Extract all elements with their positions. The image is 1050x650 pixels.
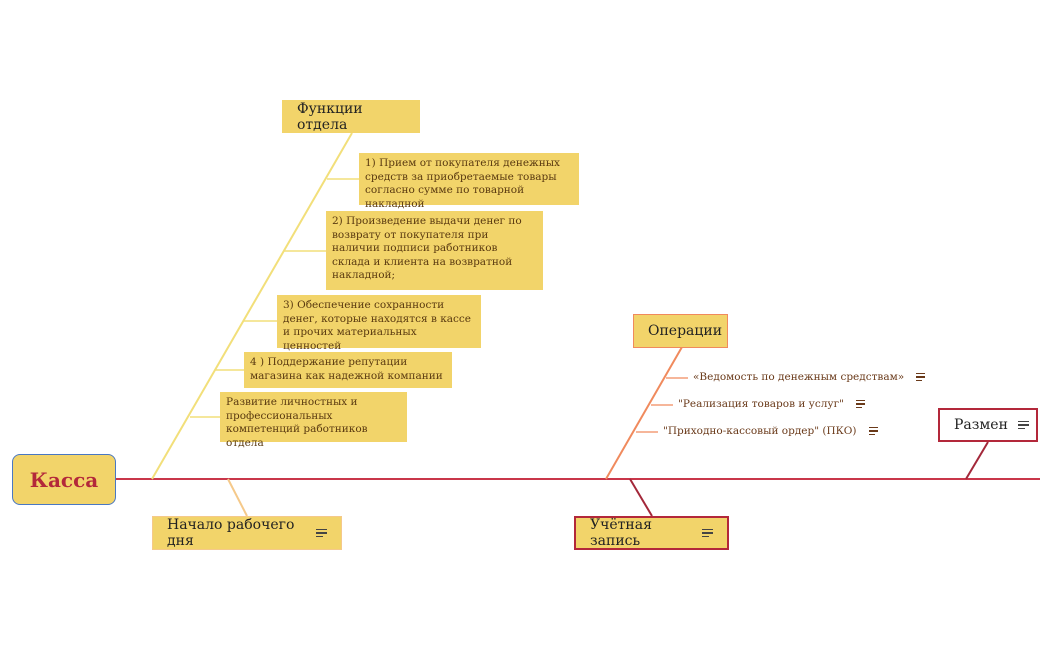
root-label: Касса [29, 467, 99, 492]
operation-item-3[interactable]: "Приходно-кассовый ордер" (ПКО) [663, 425, 878, 437]
functions-node[interactable]: Функции отдела [282, 100, 420, 133]
account-node[interactable]: Учётная запись [574, 516, 729, 550]
operations-node[interactable]: Операции [633, 314, 728, 348]
operations-label: Операции [648, 323, 723, 339]
root-node[interactable]: Касса [12, 454, 116, 505]
notes-icon [702, 528, 713, 538]
change-node[interactable]: Размен [938, 408, 1038, 442]
notes-icon [316, 528, 327, 538]
function-item-4[interactable]: 4 ) Поддержание репутации магазина как н… [244, 352, 452, 388]
account-branch-line [629, 478, 653, 517]
notes-icon [916, 373, 926, 381]
notes-icon [868, 427, 878, 435]
day-start-branch-line [227, 478, 248, 517]
function-item-3[interactable]: 3) Обеспечение сохранности денег, которы… [277, 295, 481, 352]
notes-icon [855, 400, 865, 408]
functions-label: Функции отдела [297, 100, 363, 133]
function-item-2[interactable]: 2) Произведение выдачи денег по возврату… [326, 211, 543, 290]
operation-item-2[interactable]: "Реализация товаров и услуг" [678, 398, 865, 410]
functions-branch-line [151, 132, 353, 480]
function-item-1[interactable]: 1) Прием от покупателя денежных средств … [359, 153, 579, 210]
operation-item-1[interactable]: «Ведомость по денежным средствам» [693, 371, 926, 383]
function-item-5[interactable]: Развитие личностных и профессиональных к… [220, 392, 407, 449]
change-label: Размен [954, 417, 1008, 433]
account-label: Учётная запись [590, 517, 652, 549]
day-start-node[interactable]: Начало рабочего дня [152, 516, 342, 550]
notes-icon [1017, 420, 1029, 430]
day-start-label: Начало рабочего дня [167, 517, 295, 549]
operations-branch-line [605, 346, 683, 480]
change-branch-line [965, 441, 989, 480]
